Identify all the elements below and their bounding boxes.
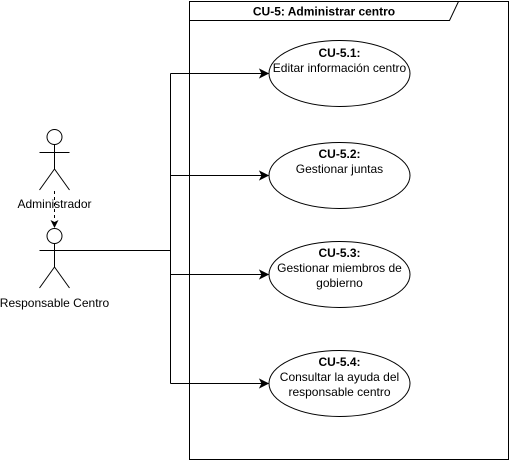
associations [62, 68, 270, 389]
use-case-cu-5-1: CU-5.1: Editar información centro [268, 40, 411, 107]
use-case-cu-5-4-id: CU-5.4: [318, 355, 360, 369]
use-case-cu-5-1-ellipse [268, 40, 411, 107]
actor-responsable-centro-head [46, 228, 63, 244]
system-title: CU-5: Administrar centro [253, 5, 395, 19]
use-case-cu-5-3-label-line-1: Gestionar miembros de [277, 261, 402, 275]
arrowhead-cu-5-2 [258, 170, 270, 181]
use-case-cu-5-4-ellipse [268, 350, 411, 417]
actor-responsable-centro-leg-left [39, 266, 55, 289]
use-case-cu-5-3-label-line-2: gobierno [316, 276, 363, 290]
actor-administrador-leg-right [54, 168, 70, 191]
arrowhead-cu-5-1 [258, 68, 270, 79]
use-case-cu-5-1-id: CU-5.1: [318, 46, 360, 60]
use-case-cu-5-4: CU-5.4: Consultar la ayuda del responsab… [268, 350, 411, 417]
use-case-cu-5-3-id: CU-5.3: [318, 246, 360, 260]
use-case-cu-5-3: CU-5.3: Gestionar miembros de gobierno [268, 241, 411, 308]
actor-administrador [39, 129, 70, 191]
actor-responsable-centro [39, 228, 70, 289]
use-case-cu-5-3-ellipse [268, 241, 411, 308]
use-case-cu-5-1-label: Editar información centro [273, 61, 407, 75]
arrowhead-cu-5-3 [258, 269, 270, 280]
arrowhead-cu-5-4 [258, 378, 270, 389]
use-case-cu-5-4-label-line-1: Consultar la ayuda del [280, 370, 399, 384]
actor-administrador-head [46, 129, 63, 145]
use-case-cu-5-2-id: CU-5.2: [318, 147, 360, 161]
use-case-cu-5-2-label: Gestionar juntas [296, 162, 383, 176]
system-title-tab [189, 0, 460, 21]
actor-responsable-centro-label: Responsable Centro [0, 296, 110, 310]
use-case-cu-5-2-ellipse [268, 142, 411, 209]
use-case-cu-5-4-label-line-2: responsable centro [288, 385, 390, 399]
generalization-arrowhead [50, 220, 59, 228]
use-case-cu-5-2: CU-5.2: Gestionar juntas [268, 142, 411, 209]
actor-generalization [50, 191, 59, 228]
actor-administrador-leg-left [39, 168, 55, 191]
actor-responsable-centro-leg-right [54, 266, 70, 289]
